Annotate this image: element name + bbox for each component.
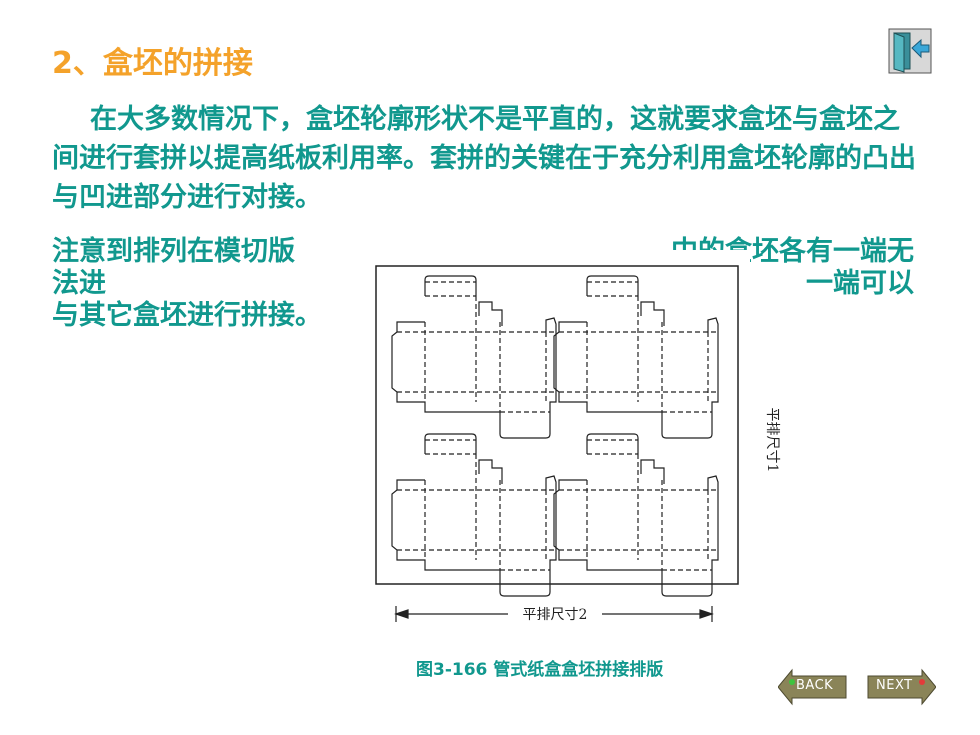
exit-button[interactable] bbox=[888, 28, 932, 74]
note-left-line-3: 与其它盒坯进行拼接。 bbox=[52, 300, 322, 331]
note-left-line-1: 注意到排列在模切版 bbox=[52, 236, 295, 267]
back-button-label: BACK bbox=[796, 678, 834, 693]
note-left-line-2: 法进 bbox=[52, 268, 106, 299]
die-board-frame bbox=[375, 265, 739, 585]
dimension-right-label: 平排尺寸1 bbox=[764, 408, 780, 473]
exit-door-icon bbox=[888, 28, 932, 74]
dimension-bottom bbox=[394, 606, 714, 622]
slide-title: 2、盒坯的拼接 bbox=[52, 46, 253, 81]
box-blank bbox=[391, 275, 557, 439]
box-blank bbox=[391, 433, 557, 597]
dimension-bottom-label: 平排尺寸2 bbox=[523, 607, 588, 623]
figure-caption: 图3-166 管式纸盒盒坯拼接排版 bbox=[416, 660, 664, 680]
note-right-line-2: 一端可以 bbox=[806, 268, 914, 299]
box-blank bbox=[553, 275, 719, 439]
next-arrow-icon bbox=[867, 668, 936, 706]
next-button-label: NEXT bbox=[876, 678, 913, 693]
back-button[interactable]: BACK bbox=[778, 668, 848, 706]
body-paragraph: 在大多数情况下，盒坯轮廓形状不是平直的，这就要求盒坯与盒坯之间进行套拼以提高纸板… bbox=[52, 100, 922, 217]
die-cut-layout-drawing: 平排尺寸2 bbox=[375, 265, 739, 623]
next-button[interactable]: NEXT bbox=[866, 668, 936, 706]
die-cut-layout-figure: 平排尺寸2 平排尺寸1 bbox=[370, 250, 780, 650]
note-left: 注意到排列在模切版 法进 与其它盒坯进行拼接。 bbox=[52, 236, 322, 332]
box-blank bbox=[553, 433, 719, 597]
body-paragraph-text: 在大多数情况下，盒坯轮廓形状不是平直的，这就要求盒坯与盒坯之间进行套拼以提高纸板… bbox=[52, 104, 916, 213]
back-arrow-icon bbox=[778, 668, 847, 706]
